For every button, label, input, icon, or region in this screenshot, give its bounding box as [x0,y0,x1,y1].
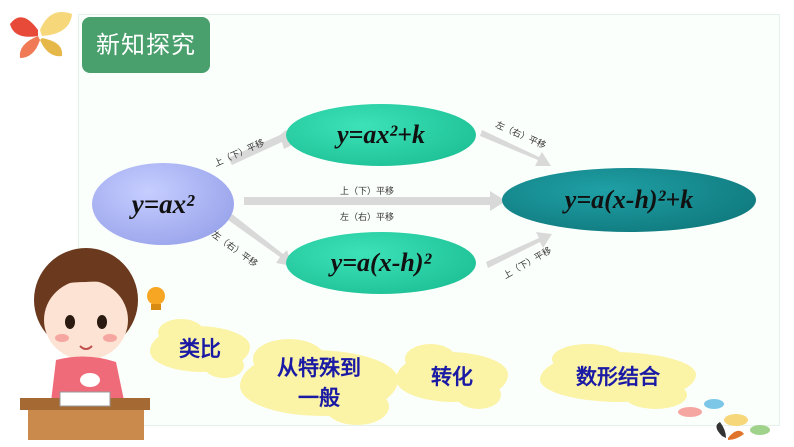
arrow-base-to-horizontal [228,214,292,266]
node-horizontal-label: y=a(x-h)² [330,248,432,277]
label-direct-left-right: 左（右）平移 [340,213,395,223]
method-special-to-general-label: 从特殊到一般 [277,356,361,410]
method-cloud-transform: 转化 [396,344,508,409]
node-vertical-shift: y=ax²+k [286,104,476,166]
node-base-label: y=ax² [131,188,195,219]
arrow-vertical-to-result [480,130,551,166]
node-base-function: y=ax² [92,163,234,245]
method-transform-label: 转化 [431,365,473,389]
node-horizontal-shift: y=a(x-h)² [286,232,476,294]
arrow-horizontal-to-result [486,232,552,268]
section-title-badge: 新知探究 [82,17,210,73]
node-result-function: y=a(x-h)²+k [502,168,756,232]
label-direct-up-down: 上（下）平移 [340,187,395,197]
lightbulb-icon [147,287,165,310]
node-result-label: y=a(x-h)²+k [564,185,694,214]
method-cloud-number-shape: 数形结合 [540,344,696,409]
method-analogy-label: 类比 [179,337,221,361]
butterfly-icon [10,12,72,58]
method-cloud-analogy: 类比 [150,318,250,379]
section-title: 新知探究 [96,31,196,59]
butterfly-small-icon [716,422,744,440]
flower-decoration-icon [678,399,770,435]
node-vertical-label: y=ax²+k [337,120,425,149]
arrow-base-to-result [244,191,506,211]
method-cloud-special-to-general: 从特殊到一般 [240,339,398,426]
girl-illustration [20,248,150,440]
arrow-base-to-vertical [228,130,300,165]
method-number-shape-label: 数形结合 [576,365,660,389]
